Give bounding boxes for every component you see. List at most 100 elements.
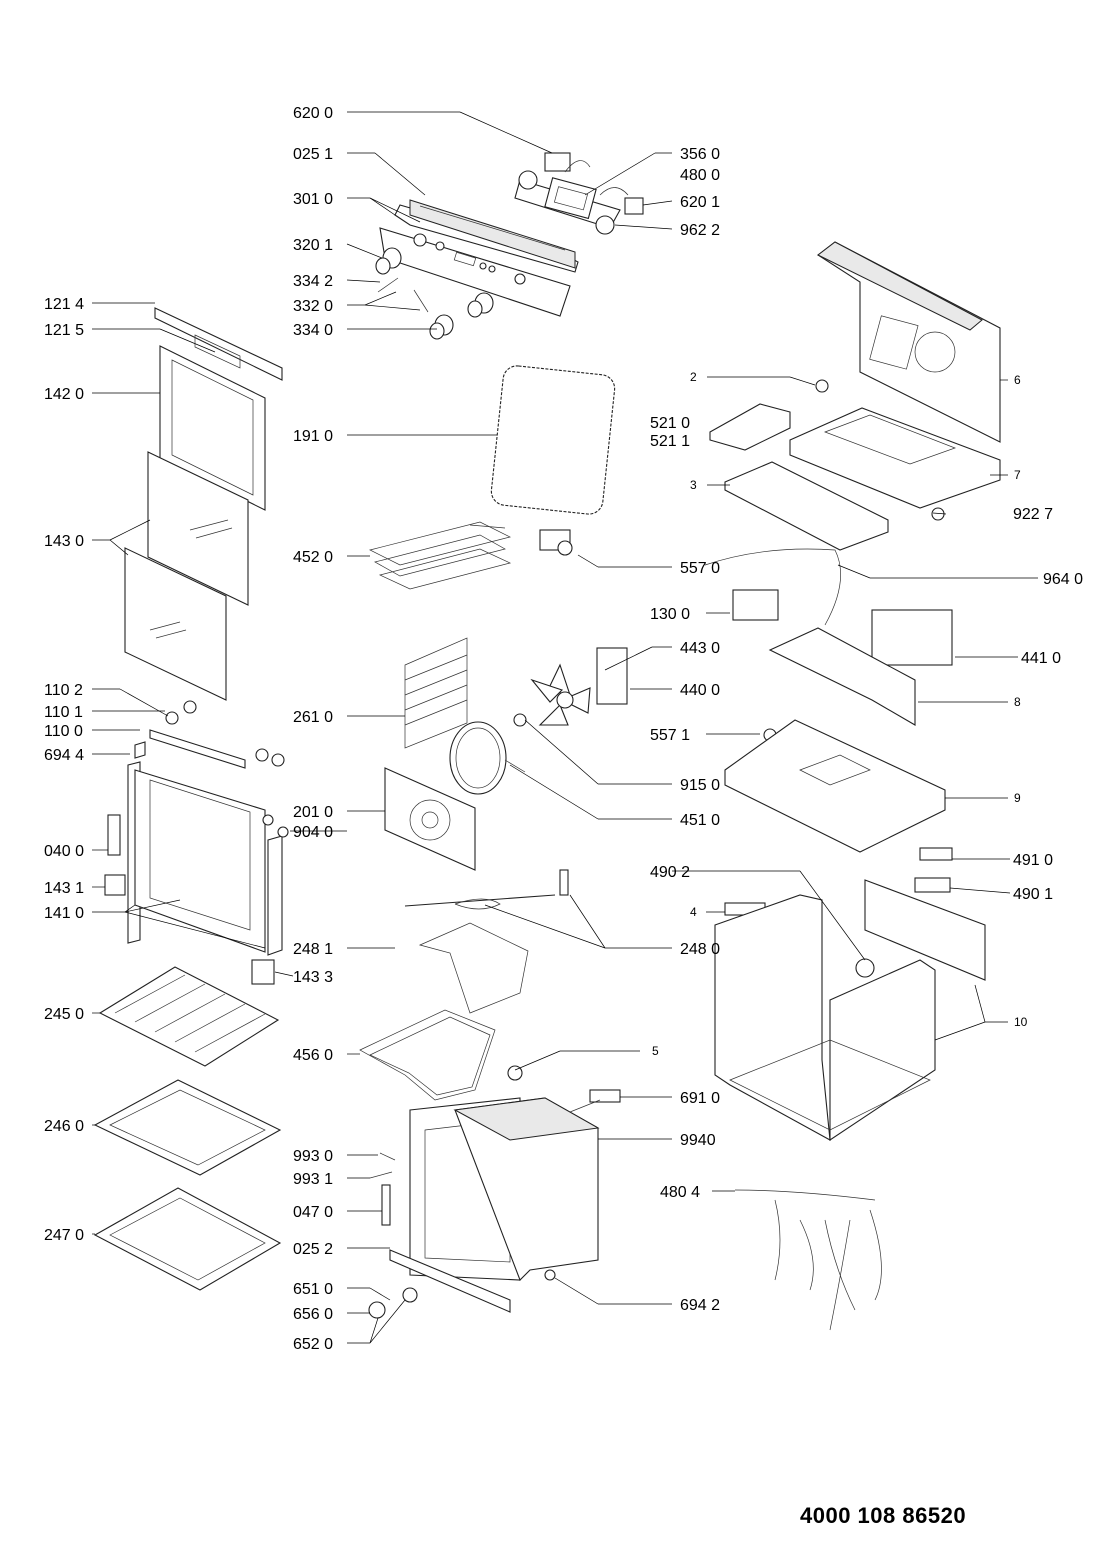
ref-label: 2 [690,370,697,384]
part-label: 356 0 [680,146,720,163]
oven-cavity-drawing [369,1097,600,1313]
rotisserie-drawing [404,869,569,1014]
part-label: 334 2 [293,273,333,290]
part-label: 141 0 [44,905,84,922]
part-label: 651 0 [293,1281,333,1298]
part-label: 320 1 [293,237,333,254]
part-label: 557 0 [680,560,720,577]
part-label: 452 0 [293,549,333,566]
part-label: 440 0 [680,682,720,699]
part-label: 480 4 [660,1184,700,1201]
ref-label: 3 [690,478,697,492]
part-label: 441 0 [1021,650,1061,667]
part-label: 904 0 [293,824,333,841]
part-label: 490 1 [1013,886,1053,903]
part-label: 962 2 [680,222,720,239]
small-parts-bottom-drawing [368,1287,418,1319]
part-labels: 620 0 025 1 301 0 320 1 334 2 332 0 334 … [44,105,1083,1353]
part-label: 652 0 [293,1336,333,1353]
door-seal-drawing [490,365,616,515]
lower-element-drawing [359,1009,496,1101]
circular-element-drawing [449,721,526,795]
rear-panel-drawing [817,241,1001,443]
part-label: 332 0 [293,298,333,315]
part-label: 915 0 [680,777,720,794]
part-label: 521 1 [650,433,690,450]
base-plate-drawing [724,719,946,853]
shelf-guides-drawing [404,637,468,749]
part-label: 245 0 [44,1006,84,1023]
ref-label: 10 [1014,1015,1028,1029]
part-label: 694 2 [680,1297,720,1314]
insulation-plate-drawing [724,461,889,551]
deep-tray-drawing [93,1187,282,1291]
baking-tray-drawing [93,1079,282,1176]
part-label: 620 1 [680,194,720,211]
part-label: 121 4 [44,296,84,313]
part-label: 246 0 [44,1118,84,1135]
outer-casing-drawing [714,879,986,1142]
ref-label: 4 [690,905,697,919]
part-label: 9940 [680,1132,716,1149]
part-label: 557 1 [650,727,690,744]
ref-label: 8 [1014,695,1021,709]
control-module-drawing [518,152,644,235]
fan-motor-right-drawing [704,507,953,726]
door-inner-glass-drawing [159,345,266,511]
part-label: 491 0 [1013,852,1053,869]
document-code: 4000 108 86520 [800,1503,967,1528]
wiring-harness-drawing [734,1189,882,1331]
part-label: 620 0 [293,105,333,122]
part-label: 110 2 [44,682,83,699]
part-label: 201 0 [293,804,333,821]
part-label: 490 2 [650,864,690,881]
door-frame-drawing [104,700,289,985]
electronic-board-drawing [709,403,791,451]
top-cover-drawing [789,379,1001,509]
ref-label: 7 [1014,468,1021,482]
part-label: 121 5 [44,322,84,339]
part-label: 143 1 [44,880,84,897]
part-label: 334 0 [293,322,333,339]
part-label: 993 1 [293,1171,333,1188]
lamp-drawing [507,1065,621,1113]
part-label: 451 0 [680,812,720,829]
door-glass-panels-drawing [124,451,249,701]
fan-cover-drawing [384,767,476,871]
part-label: 130 0 [650,606,690,623]
part-label: 993 0 [293,1148,333,1165]
grill-element-drawing [369,521,512,590]
part-label: 443 0 [680,640,720,657]
part-label: 694 4 [44,747,84,764]
wire-shelf-drawing [98,966,280,1067]
part-label: 691 0 [680,1090,720,1107]
part-label: 261 0 [293,709,333,726]
part-label: 247 0 [44,1227,84,1244]
knobs-drawing [375,247,494,340]
part-label: 047 0 [293,1204,333,1221]
part-label: 025 2 [293,1241,333,1258]
part-label: 110 0 [44,723,83,740]
part-label: 025 1 [293,146,333,163]
part-label: 656 0 [293,1306,333,1323]
part-label: 480 0 [680,167,720,184]
part-label: 922 7 [1013,506,1053,523]
part-label: 143 3 [293,969,333,986]
part-label: 110 1 [44,704,83,721]
part-label: 964 0 [1043,571,1083,588]
ref-label: 5 [652,1044,659,1058]
fan-and-motor-drawing [513,529,628,727]
part-label: 301 0 [293,191,333,208]
part-label: 143 0 [44,533,84,550]
control-panel-drawing [379,179,621,317]
leader-lines [92,111,1038,1344]
part-label: 521 0 [650,415,690,432]
part-label: 142 0 [44,386,84,403]
terminal-blocks-drawing [724,847,953,916]
ref-label: 9 [1014,791,1021,805]
part-label: 248 1 [293,941,333,958]
part-label: 040 0 [44,843,84,860]
part-label: 456 0 [293,1047,333,1064]
door-top-trim-drawing [154,307,283,381]
